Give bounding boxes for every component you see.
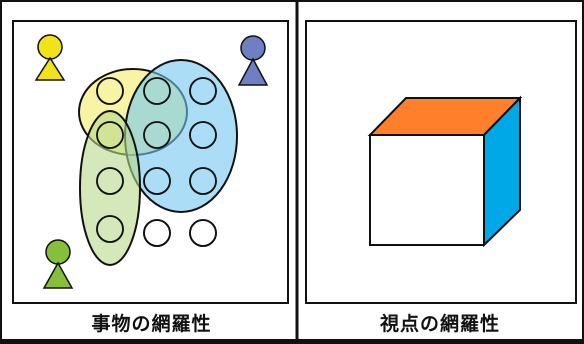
person-icon-yellow xyxy=(34,34,66,81)
cube-front-face xyxy=(369,134,485,246)
left-panel-caption: 事物の網羅性 xyxy=(91,312,212,335)
person-icon-green xyxy=(42,239,74,289)
ellipse-blue-group xyxy=(124,59,238,213)
person-icon-blue xyxy=(237,35,269,86)
right-panel-caption: 視点の網羅性 xyxy=(379,312,500,335)
ellipse-green-group xyxy=(79,110,141,266)
cube-icon xyxy=(367,95,523,248)
